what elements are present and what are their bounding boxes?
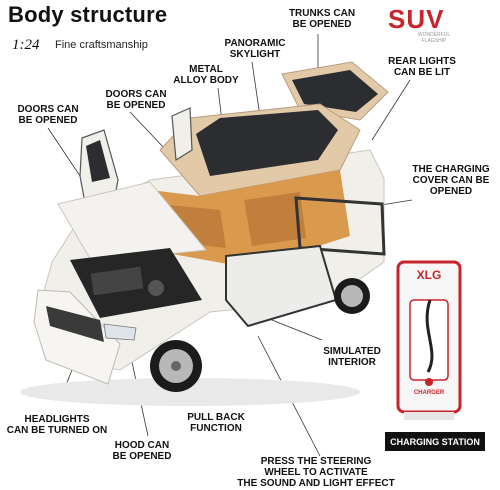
tagline: Fine craftsmanship — [55, 39, 148, 51]
rear-door-frame — [294, 196, 386, 256]
engine-block — [90, 266, 144, 296]
rear-wheel — [334, 278, 370, 314]
leader-lines — [47, 34, 413, 457]
rear-seat — [244, 192, 306, 246]
left-door-window — [86, 140, 110, 182]
ground-shadow — [20, 378, 360, 406]
front-door-open — [225, 244, 338, 328]
engine-part — [148, 280, 164, 296]
charging-station — [396, 260, 462, 420]
scale-label: 1:24 — [12, 37, 40, 53]
front-wheel — [150, 340, 202, 392]
tailgate-glass — [292, 70, 378, 112]
page-title: Body structure — [8, 2, 168, 27]
suv-logo-subtitle: WONDERFUL FLAGSHIP — [417, 32, 451, 44]
charger-sub: CHARGER — [413, 390, 445, 396]
charger-brand: XLG — [416, 268, 442, 282]
hood — [57, 181, 207, 263]
panoramic-glass — [196, 110, 338, 176]
grille — [46, 306, 104, 342]
charging-station-badge: CHARGING STATION — [385, 432, 485, 451]
suv-logo: SUV — [388, 4, 445, 34]
center-open-door — [171, 107, 193, 162]
headlight — [103, 323, 137, 341]
